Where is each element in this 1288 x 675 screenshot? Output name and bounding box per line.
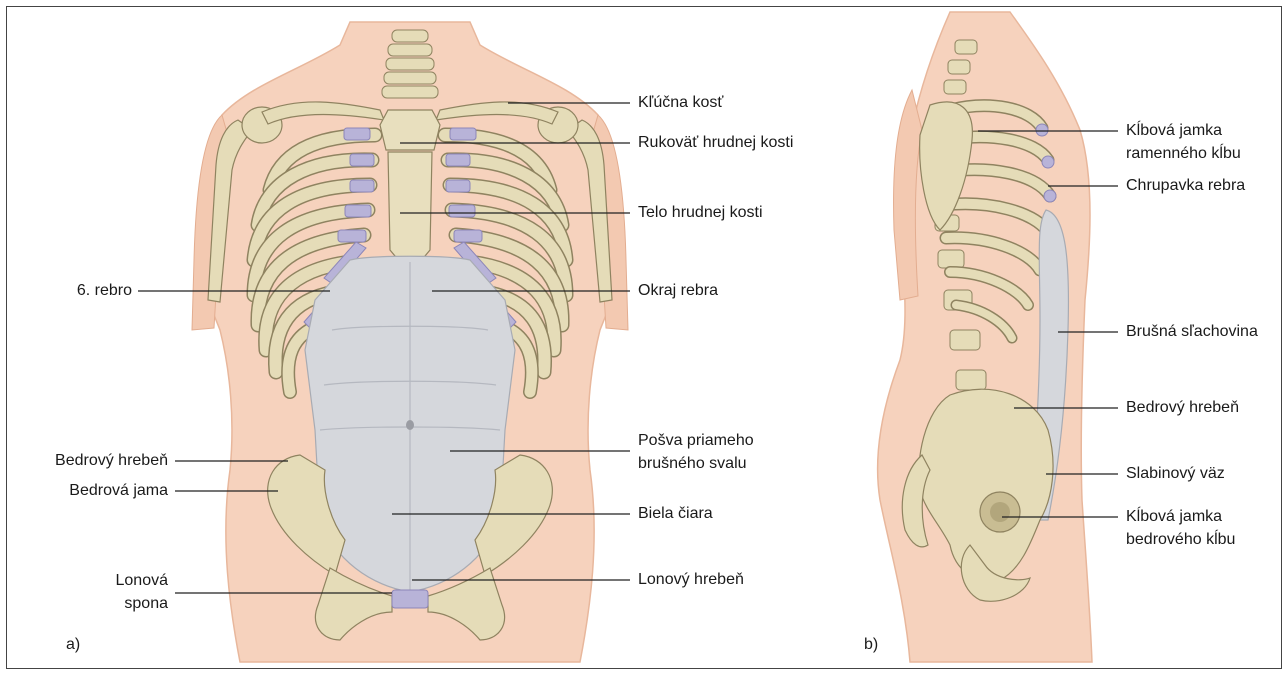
label-chrupavka-rebra: Chrupavka rebra bbox=[1126, 176, 1245, 196]
label-bedrova-jama: Bedrová jama bbox=[12, 481, 168, 501]
label-biela-ciara: Biela čiara bbox=[638, 504, 713, 524]
label-slabinovy-vaz: Slabinový väz bbox=[1126, 464, 1225, 484]
side-acetabulum-inner bbox=[990, 502, 1010, 522]
side-view-figure bbox=[878, 12, 1092, 662]
label-brusna-slachovina: Brušná sľachovina bbox=[1126, 322, 1258, 342]
front-sternum-manubrium bbox=[380, 110, 440, 150]
front-pubic-symphysis bbox=[392, 590, 428, 608]
label-bedrovy-hreben-a: Bedrový hrebeň bbox=[12, 451, 168, 471]
label-klucna-kost: Kľúčna kosť bbox=[638, 93, 723, 113]
panel-tag-a: a) bbox=[66, 636, 80, 654]
label-posva-line2: brušného svalu bbox=[638, 454, 747, 474]
label-posva-line1: Pošva priameho bbox=[638, 431, 754, 451]
front-umbilicus bbox=[406, 420, 414, 430]
front-sternum-body bbox=[388, 152, 432, 262]
label-6-rebro: 6. rebro bbox=[40, 281, 132, 301]
label-lonova-line2: spona bbox=[12, 594, 168, 614]
label-kjamka-bedroveho-line2: bedrového kĺbu bbox=[1126, 530, 1235, 550]
label-kjamka-ramenneho-line1: Kĺbová jamka bbox=[1126, 121, 1222, 141]
label-kjamka-bedroveho-line1: Kĺbová jamka bbox=[1126, 507, 1222, 527]
label-lonova-line1: Lonová bbox=[12, 571, 168, 591]
label-rukovat-hrudnej-kosti: Rukoväť hrudnej kosti bbox=[638, 133, 793, 153]
panel-tag-b: b) bbox=[864, 636, 878, 654]
label-telo-hrudnej-kosti: Telo hrudnej kosti bbox=[638, 203, 763, 223]
label-kjamka-ramenneho-line2: ramenného kĺbu bbox=[1126, 144, 1241, 164]
label-bedrovy-hreben-b: Bedrový hrebeň bbox=[1126, 398, 1239, 418]
label-lonovy-hreben: Lonový hrebeň bbox=[638, 570, 744, 590]
front-view-figure bbox=[192, 22, 628, 662]
label-okraj-rebra: Okraj rebra bbox=[638, 281, 718, 301]
